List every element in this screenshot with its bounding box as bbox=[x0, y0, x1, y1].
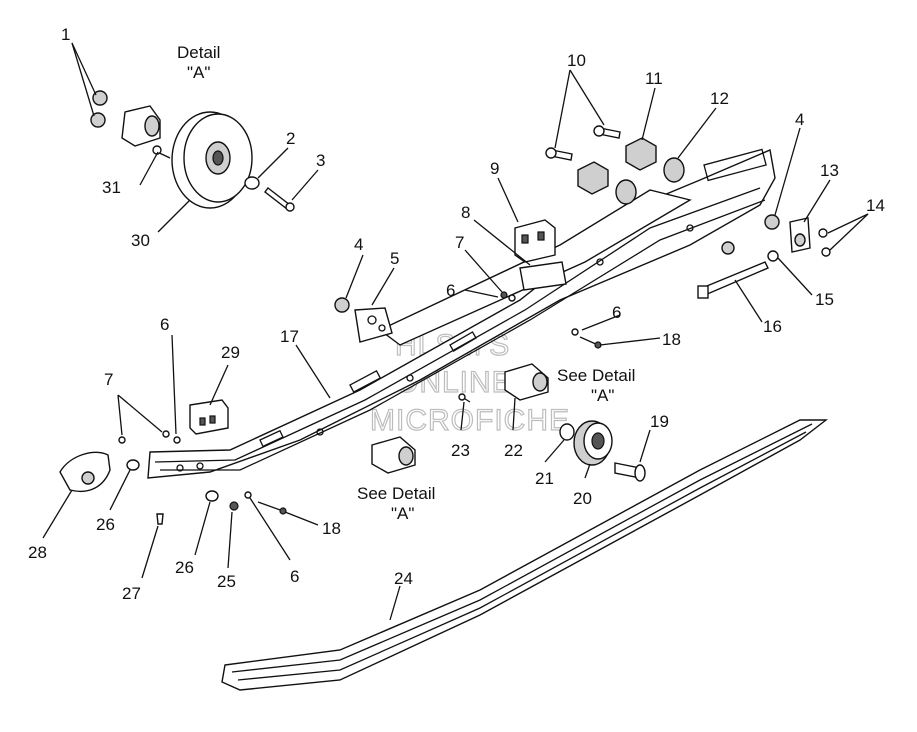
wheel-part-20 bbox=[573, 420, 613, 466]
shaft-part-16 bbox=[697, 261, 769, 299]
label-17: 17 bbox=[280, 327, 299, 346]
label-6-front: 6 bbox=[160, 315, 169, 334]
pad-part-29 bbox=[189, 399, 229, 435]
label-7-rail: 7 bbox=[455, 233, 464, 252]
washer-part-2 bbox=[244, 176, 260, 190]
washer-part-21 bbox=[559, 423, 575, 441]
small-parts-6-7 bbox=[500, 291, 579, 336]
label-29: 29 bbox=[221, 343, 240, 362]
bracket-part-8 bbox=[519, 261, 567, 291]
see-detail-right-letter: "A" bbox=[591, 386, 614, 405]
label-12: 12 bbox=[710, 89, 729, 108]
label-14: 14 bbox=[866, 196, 885, 215]
label-13: 13 bbox=[820, 161, 839, 180]
clip-part-13 bbox=[789, 217, 811, 253]
label-10: 10 bbox=[567, 51, 586, 70]
label-6-bottom: 6 bbox=[290, 567, 299, 586]
label-26-left: 26 bbox=[96, 515, 115, 534]
see-detail-bottom-title: See Detail bbox=[357, 484, 435, 503]
tip-part-28 bbox=[59, 451, 111, 492]
spacer-part-11 bbox=[577, 137, 657, 195]
nut-part-25 bbox=[229, 501, 239, 511]
front-screws-6-7 bbox=[118, 430, 252, 499]
label-27: 27 bbox=[122, 584, 141, 603]
axle-housing-part-31 bbox=[121, 105, 171, 159]
block-part-9 bbox=[514, 219, 556, 263]
label-6-rail: 6 bbox=[446, 281, 455, 300]
label-24: 24 bbox=[394, 569, 413, 588]
watermark-line-3: MICROFICHE bbox=[370, 404, 570, 437]
label-16: 16 bbox=[763, 317, 782, 336]
bolt-part-3 bbox=[264, 187, 295, 212]
label-5: 5 bbox=[390, 249, 399, 268]
bushing-part-12 bbox=[615, 157, 685, 205]
ski-part-24 bbox=[221, 419, 829, 691]
label-30: 30 bbox=[131, 231, 150, 250]
label-20: 20 bbox=[573, 489, 592, 508]
label-1: 1 bbox=[61, 25, 70, 44]
label-18-front: 18 bbox=[322, 519, 341, 538]
label-25: 25 bbox=[217, 572, 236, 591]
see-detail-right-title: See Detail bbox=[557, 366, 635, 385]
label-7-front: 7 bbox=[104, 370, 113, 389]
label-22: 22 bbox=[504, 441, 523, 460]
bolt-part-18 bbox=[257, 336, 602, 515]
leader-lines bbox=[42, 42, 869, 621]
label-4-front: 4 bbox=[354, 235, 363, 254]
label-28: 28 bbox=[28, 543, 47, 562]
label-19: 19 bbox=[650, 412, 669, 431]
bolt-part-10 bbox=[545, 125, 621, 161]
bolt-part-19 bbox=[614, 462, 646, 482]
label-2: 2 bbox=[286, 129, 295, 148]
housing-bottom bbox=[371, 436, 416, 474]
label-31: 31 bbox=[102, 178, 121, 197]
label-9: 9 bbox=[490, 159, 499, 178]
idler-wheel-part-30 bbox=[171, 111, 253, 209]
label-4-rear: 4 bbox=[795, 110, 804, 129]
housing-part-22 bbox=[504, 363, 549, 401]
detail-a-letter: "A" bbox=[187, 63, 210, 82]
screw-part-23 bbox=[458, 393, 471, 403]
label-3: 3 bbox=[316, 151, 325, 170]
label-6-rear: 6 bbox=[612, 303, 621, 322]
rear-nut-part-4 bbox=[721, 214, 780, 255]
label-15: 15 bbox=[815, 290, 834, 309]
detail-callouts: Detail "A" See Detail "A" See Detail "A" bbox=[177, 43, 635, 523]
see-detail-bottom-letter: "A" bbox=[391, 504, 414, 523]
rivet-part-27 bbox=[156, 513, 164, 525]
label-18-rear: 18 bbox=[662, 330, 681, 349]
screw-part-14 bbox=[818, 228, 831, 257]
nut-part-15 bbox=[767, 250, 779, 262]
nut-part-1 bbox=[90, 90, 108, 128]
washer-part-26 bbox=[126, 459, 219, 502]
part-number-labels: 1 2 3 4 4 5 6 6 6 6 7 7 8 9 10 11 12 13 … bbox=[28, 25, 885, 603]
front-plate-part-5 bbox=[334, 297, 350, 313]
label-21: 21 bbox=[535, 469, 554, 488]
label-26-right: 26 bbox=[175, 558, 194, 577]
label-23: 23 bbox=[451, 441, 470, 460]
label-8: 8 bbox=[461, 203, 470, 222]
detail-a-title: Detail bbox=[177, 43, 220, 62]
label-11: 11 bbox=[645, 69, 663, 88]
